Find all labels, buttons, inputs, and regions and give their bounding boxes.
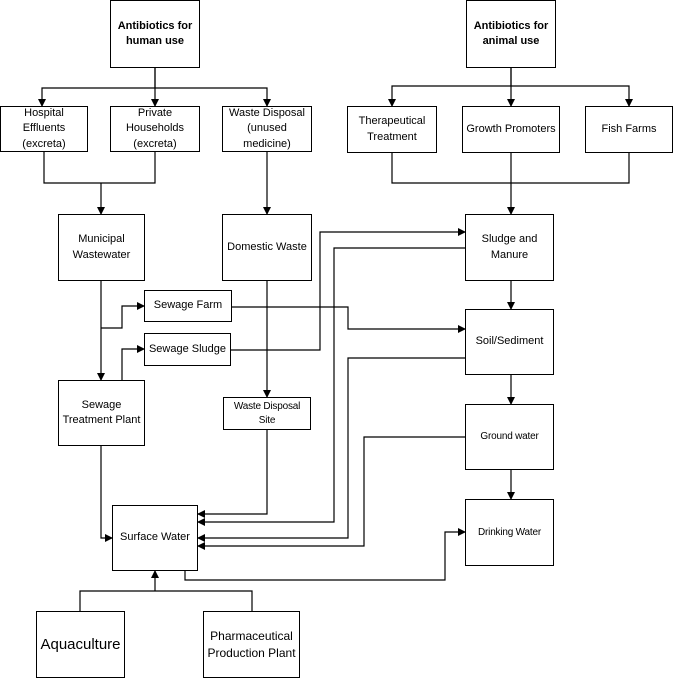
therapeutical-treatment-label: Therapeutical Treatment xyxy=(358,115,426,143)
connector-stp-to-sewage-sludge xyxy=(121,345,145,380)
connector-animal-to-fish xyxy=(511,85,633,107)
aquaculture-label: Aquaculture xyxy=(40,636,121,653)
connector-aqua-pharma-merge xyxy=(79,590,253,611)
antibiotics-human-label: Antibiotics for human use xyxy=(117,19,193,47)
connector-soil-to-surface xyxy=(197,357,465,542)
domestic-waste-box: Domestic Waste xyxy=(222,214,312,281)
connector-manure-to-surface xyxy=(197,247,465,526)
drinking-water-label: Drinking Water xyxy=(478,526,541,538)
surface-water-box: Surface Water xyxy=(112,505,198,571)
aquaculture-box: Aquaculture xyxy=(36,611,125,678)
connector-sewage-farm-to-soil xyxy=(232,306,466,333)
connector-ground-to-surface xyxy=(197,436,465,550)
connector-sewage-sludge-to-manure xyxy=(231,228,466,351)
ground-water-label: Ground water xyxy=(480,431,539,442)
connector-site-to-surface xyxy=(197,430,268,518)
municipal-wastewater-label: Municipal Wastewater xyxy=(72,233,131,261)
sludge-manure-box: Sludge and Manure xyxy=(465,214,554,281)
connector-municipal-to-sewage-farm xyxy=(101,302,145,329)
connector-human-to-waste-disposal xyxy=(155,87,271,107)
antibiotics-human-box: Antibiotics for human use xyxy=(110,0,200,68)
sewage-sludge-box: Sewage Sludge xyxy=(144,333,231,366)
connector-human-to-hospital xyxy=(38,68,156,107)
municipal-wastewater-box: Municipal Wastewater xyxy=(58,214,145,281)
pharmaceutical-plant-box: Pharmaceutical Production Plant xyxy=(203,611,300,678)
waste-disposal-box: Waste Disposal (unused medicine) xyxy=(222,106,312,152)
therapeutical-treatment-box: Therapeutical Treatment xyxy=(347,106,437,153)
private-households-box: Private Households (excreta) xyxy=(110,106,200,152)
sewage-farm-label: Sewage Farm xyxy=(153,299,223,312)
hospital-effluents-box: Hospital Effluents (excreta) xyxy=(0,106,88,152)
sewage-treatment-plant-box: Sewage Treatment Plant xyxy=(58,380,145,446)
hospital-effluents-label: Hospital Effluents (excreta) xyxy=(22,106,66,150)
growth-promoters-box: Growth Promoters xyxy=(462,106,560,153)
sludge-manure-label: Sludge and Manure xyxy=(481,233,538,261)
private-households-label: Private Households (excreta) xyxy=(125,106,185,150)
antibiotics-animal-box: Antibiotics for animal use xyxy=(466,0,556,68)
connector-surface-to-drinking xyxy=(184,528,466,581)
connector-hospital-households-merge xyxy=(43,152,156,184)
waste-disposal-label: Waste Disposal (unused medicine) xyxy=(228,106,305,150)
waste-disposal-site-box: Waste Disposal Site xyxy=(223,397,311,430)
drinking-water-box: Drinking Water xyxy=(465,499,554,566)
ground-water-box: Ground water xyxy=(465,404,554,470)
antibiotics-animal-label: Antibiotics for animal use xyxy=(473,19,549,47)
domestic-waste-label: Domestic Waste xyxy=(227,240,307,253)
connector-animal-to-therapeutical xyxy=(388,68,512,107)
pharmaceutical-plant-label: Pharmaceutical Production Plant xyxy=(207,628,296,660)
growth-promoters-label: Growth Promoters xyxy=(466,122,556,135)
connector-stp-to-surface xyxy=(100,446,113,542)
soil-sediment-label: Soil/Sediment xyxy=(475,335,544,348)
soil-sediment-box: Soil/Sediment xyxy=(465,309,554,375)
surface-water-label: Surface Water xyxy=(120,531,190,544)
fish-farms-label: Fish Farms xyxy=(601,122,657,135)
sewage-farm-box: Sewage Farm xyxy=(144,290,232,322)
sewage-treatment-plant-label: Sewage Treatment Plant xyxy=(62,398,141,426)
fish-farms-box: Fish Farms xyxy=(585,106,673,153)
waste-disposal-site-label: Waste Disposal Site xyxy=(233,400,301,426)
sewage-sludge-label: Sewage Sludge xyxy=(148,342,227,355)
